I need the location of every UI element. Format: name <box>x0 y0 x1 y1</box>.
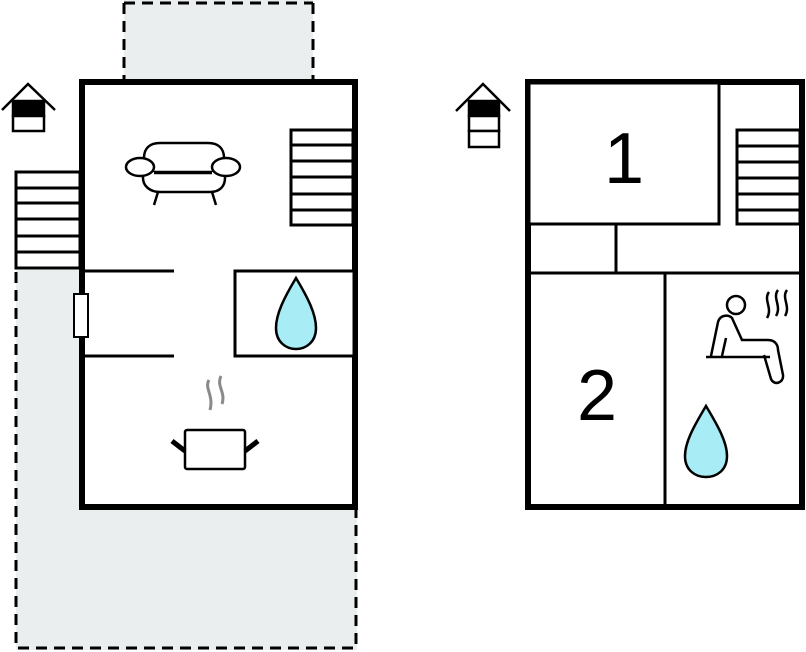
room-1 <box>527 81 721 226</box>
ground-floor <box>1 79 358 510</box>
water-drop-icon <box>683 403 729 479</box>
interior-walls <box>529 224 800 505</box>
house-floor-icon <box>455 82 511 149</box>
room-2-label: 2 <box>577 356 617 436</box>
room-1-label: 1 <box>604 119 644 199</box>
interior-walls <box>83 269 174 358</box>
water-drop-icon <box>274 275 318 351</box>
house-floor-icon <box>1 82 56 133</box>
stairs-icon <box>289 128 355 227</box>
entrance-door <box>73 293 89 338</box>
cooking-pot-icon <box>170 375 260 471</box>
sofa-icon <box>124 141 242 206</box>
outside-stairs <box>14 170 82 270</box>
upper-floor: 1 2 <box>455 79 805 510</box>
terrace-top <box>122 0 315 80</box>
sauna-icon <box>706 289 789 385</box>
stairs-icon <box>735 128 802 226</box>
